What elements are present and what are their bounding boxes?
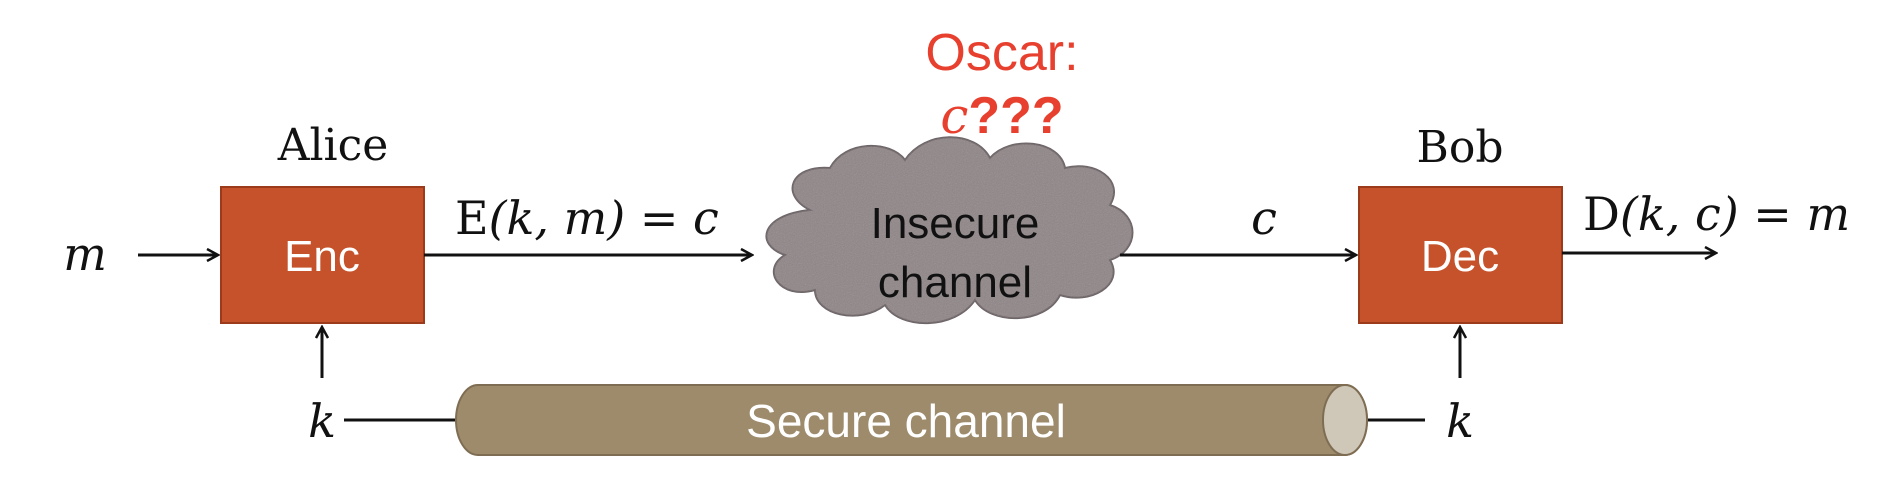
cipher-mid-symbol: c [1251,191,1277,245]
encrypt-expression: E(k, m) = c [455,191,719,245]
cloud-line2: channel [878,258,1032,307]
encrypt-args: (k, m) [489,191,626,245]
message-in-symbol: m [63,227,107,281]
oscar-cipher-symbol: c [940,87,968,145]
dec-box: Dec [1358,186,1563,324]
secure-channel-label: Secure channel [746,395,1066,447]
secure-channel-pipe: Secure channel [455,384,1368,456]
cloud-line1: Insecure [871,199,1040,248]
oscar-label: Oscar: [925,24,1078,82]
decrypt-result: m [1806,187,1850,241]
encrypt-equals: = [625,191,693,245]
key-right-symbol: k [1446,394,1474,448]
decrypt-fn: D [1583,187,1620,241]
enc-label: Enc [284,232,360,281]
bob-label: Bob [1417,122,1504,173]
oscar-question-marks: ??? [968,87,1063,145]
alice-label: Alice [277,120,389,171]
decrypt-args: (k, c) [1620,187,1739,241]
decrypt-equals: = [1739,187,1807,241]
dec-label: Dec [1421,232,1499,281]
decrypt-expression: D(k, c) = m [1583,187,1850,241]
key-left-symbol: k [308,394,336,448]
oscar-question: c??? [940,87,1063,145]
encrypt-result: c [693,191,719,245]
insecure-channel-cloud: Insecure channel [765,136,1134,325]
encrypt-fn: E [455,191,489,245]
enc-box: Enc [220,186,425,324]
